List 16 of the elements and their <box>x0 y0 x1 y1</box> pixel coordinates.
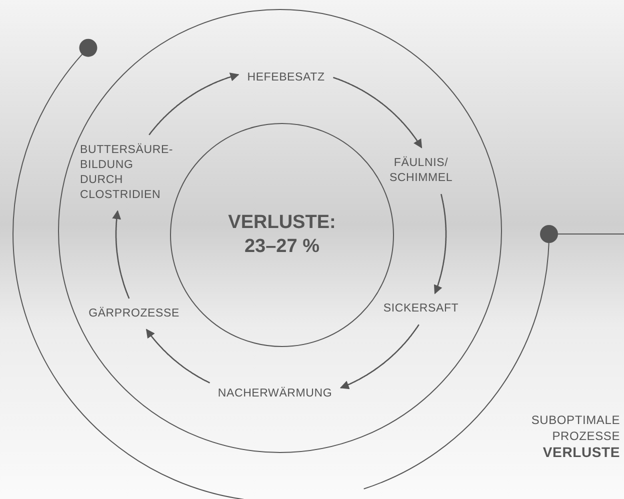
curved-arrow <box>146 328 210 384</box>
step-label: BUTTERSÄURE- BILDUNG DURCH CLOSTRIDIEN <box>80 143 178 203</box>
note-text: SUBOPTIMALE PROZESSE <box>530 412 620 444</box>
step-label: SICKERSAFT <box>383 302 459 316</box>
outer-circle <box>58 9 502 453</box>
center-text: VERLUSTE: 23–27 % <box>227 211 337 259</box>
curved-arrow <box>112 210 130 299</box>
curved-arrow <box>333 76 422 148</box>
curved-arrow <box>434 194 447 294</box>
curved-arrow <box>148 72 240 136</box>
step-label: HEFEBESATZ <box>247 70 325 86</box>
curved-arrow <box>340 324 420 390</box>
emphasis-text: VERLUSTE <box>542 444 620 460</box>
step-label: NACHERWÄRMUNG <box>218 386 332 402</box>
step-label: GÄRPROZESSE <box>88 306 180 322</box>
step-label: FÄULNIS/ SCHIMMEL <box>386 156 456 186</box>
